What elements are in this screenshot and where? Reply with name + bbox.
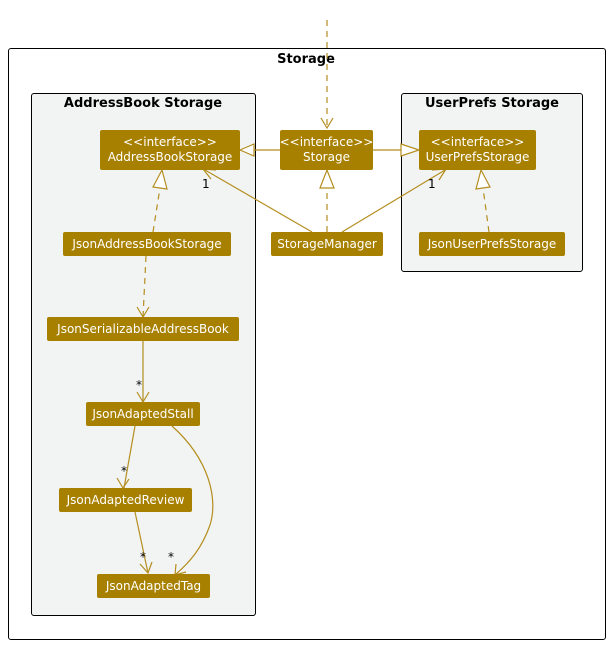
- manager-implements-storage-arrowhead: [319, 168, 335, 189]
- multiplicity-stall-to-review: *: [121, 464, 127, 478]
- review-to-tag-edge: [134, 511, 149, 574]
- jsonserializableaddressbook-name: JsonSerializableAddressBook: [57, 321, 229, 336]
- external-dependency-arrowhead: [320, 117, 334, 130]
- jsonadaptedtag-class[interactable]: JsonAdaptedTag: [97, 574, 210, 598]
- storage-interface[interactable]: <<interface>> Storage: [280, 130, 373, 170]
- jsonaddressbookstorage-class[interactable]: JsonAddressBookStorage: [63, 232, 231, 256]
- manager-to-addressbook-edge: [204, 169, 313, 233]
- jsonup-implements-up-edge: [482, 187, 490, 233]
- multiplicity-review-to-tag: *: [140, 550, 146, 564]
- multiplicity-serializable-to-stall: *: [136, 378, 142, 392]
- storagemanager-name: StorageManager: [277, 236, 377, 251]
- addressbookstorage-stereotype: <<interface>>: [123, 135, 217, 149]
- addressbook-storage-package: [31, 93, 256, 616]
- jsonab-implements-ab-arrowhead: [152, 168, 168, 190]
- multiplicity-stall-to-tag: *: [168, 550, 174, 564]
- manager-to-userprefs-edge: [341, 169, 446, 233]
- jsonadaptedstall-class[interactable]: JsonAdaptedStall: [86, 402, 200, 426]
- addressbookstorage-name: AddressBookStorage: [107, 150, 233, 164]
- stall-to-review-arrowhead: [116, 477, 130, 490]
- addressbookstorage-interface[interactable]: <<interface>> AddressBookStorage: [100, 130, 240, 170]
- jsonadaptedtag-name: JsonAdaptedTag: [105, 578, 202, 593]
- jsonab-to-serializable-edge: [142, 255, 147, 318]
- userprefsstorage-stereotype: <<interface>>: [430, 135, 525, 149]
- jsonuserprefsstorage-class[interactable]: JsonUserPrefsStorage: [419, 232, 565, 256]
- storage-extends-ab-arrowhead: [238, 143, 255, 157]
- jsonab-implements-ab-edge: [152, 187, 161, 233]
- jsonuserprefsstorage-name: JsonUserPrefsStorage: [427, 236, 557, 251]
- jsonup-implements-up-arrowhead: [475, 168, 491, 190]
- userprefs-storage-package-title: UserPrefs Storage: [424, 96, 560, 111]
- review-to-tag-arrowhead: [139, 561, 153, 575]
- jsonadaptedreview-name: JsonAdaptedReview: [66, 492, 185, 507]
- stall-to-review-edge: [123, 425, 136, 489]
- multiplicity-manager-to-addressbook: 1: [202, 177, 210, 191]
- storage-package-title: Storage: [277, 52, 335, 67]
- storage-name: Storage: [303, 150, 350, 164]
- userprefsstorage-interface[interactable]: <<interface>> UserPrefsStorage: [419, 130, 536, 170]
- storage-extends-up-arrowhead: [400, 143, 421, 157]
- jsonserializableaddressbook-class[interactable]: JsonSerializableAddressBook: [47, 317, 239, 341]
- jsonadaptedstall-name: JsonAdaptedStall: [92, 406, 194, 421]
- storage-stereotype: <<interface>>: [279, 135, 374, 149]
- stall-to-tag-edge: [171, 425, 214, 576]
- userprefsstorage-name: UserPrefsStorage: [425, 150, 530, 164]
- storagemanager-class[interactable]: StorageManager: [271, 232, 383, 256]
- addressbook-storage-package-title: AddressBook Storage: [63, 96, 223, 111]
- jsonadaptedreview-class[interactable]: JsonAdaptedReview: [59, 488, 192, 512]
- multiplicity-manager-to-userprefs: 1: [428, 177, 436, 191]
- jsonaddressbookstorage-name: JsonAddressBookStorage: [72, 236, 222, 251]
